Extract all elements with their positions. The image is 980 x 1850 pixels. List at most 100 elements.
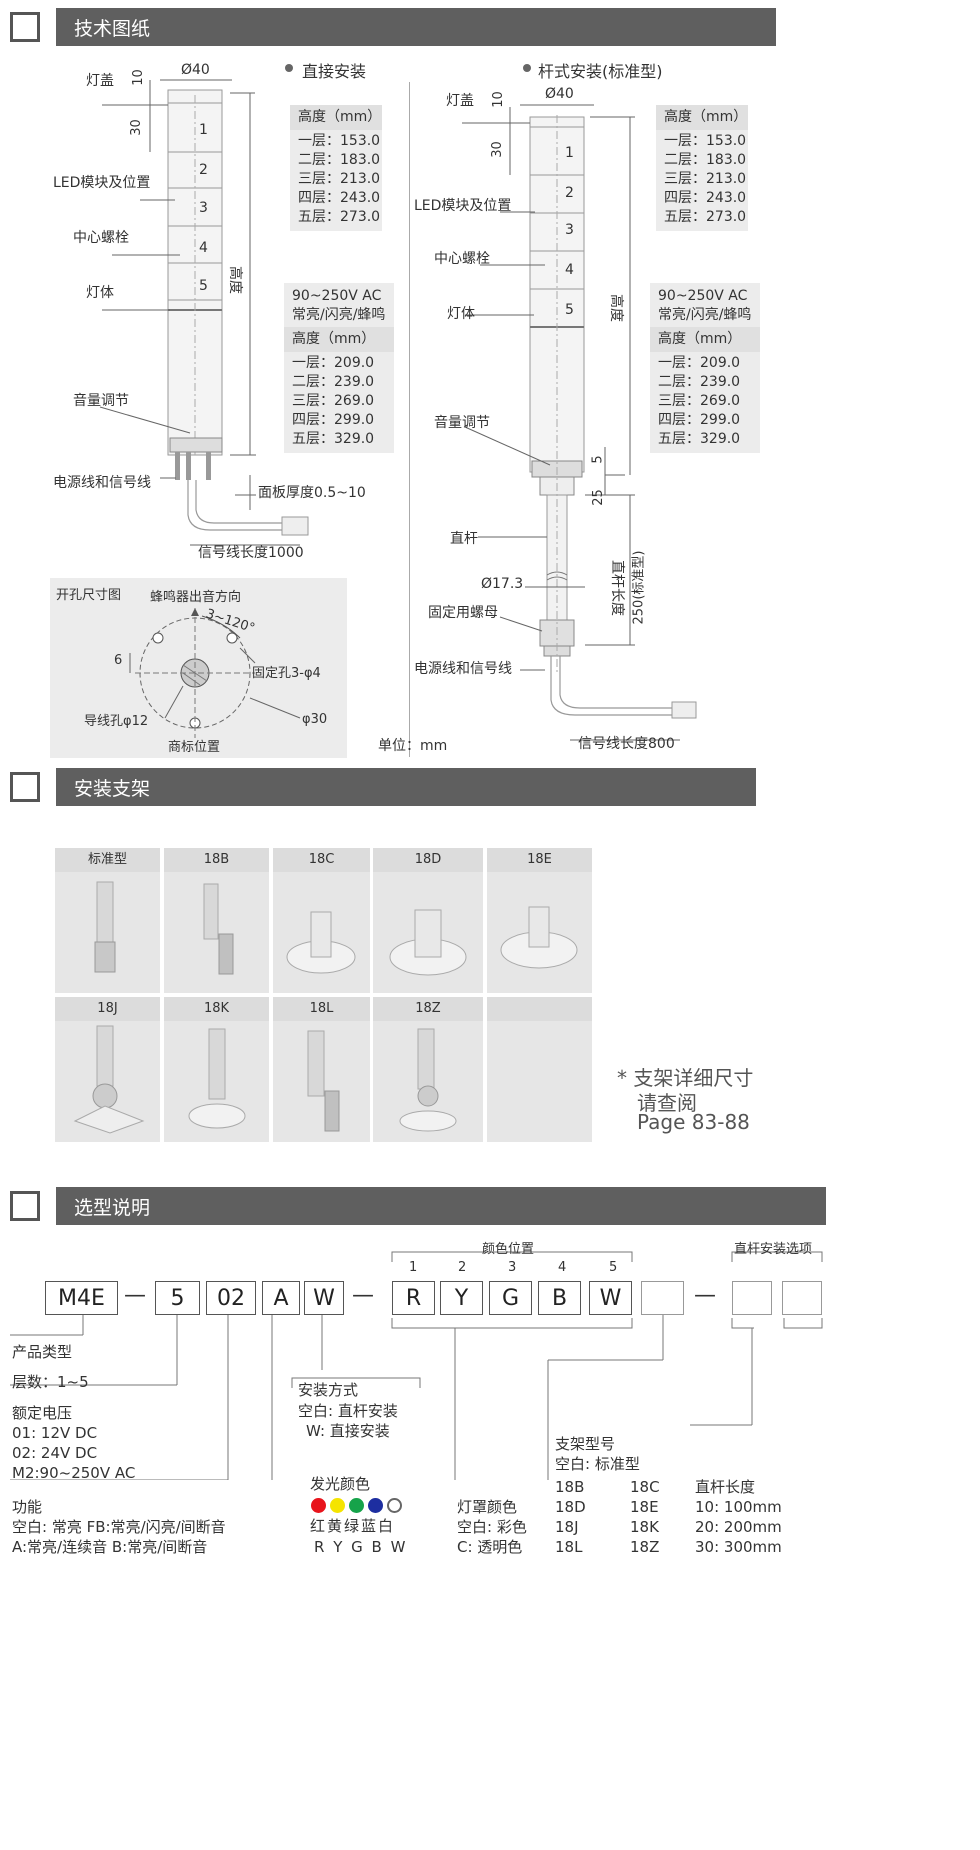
hole-wirehole: 导线孔φ12: [84, 714, 149, 729]
section-title: 安装支架: [56, 768, 756, 806]
unit-label: 单位：mm: [378, 738, 448, 754]
pole-wire-label: 电源线和信号线: [414, 661, 512, 677]
code-box-color-2: Y: [440, 1281, 483, 1315]
pos-3: 3: [508, 1260, 517, 1275]
pole-body-label: 灯体: [447, 306, 475, 322]
pole-title: 杆式安装(标准型): [538, 62, 663, 81]
bracket-note-1: * 支架详细尺寸: [617, 1066, 754, 1090]
pole-height-table-1: 高度（mm） 一层：153.0 二层：183.0 三层：213.0 四层：243…: [656, 105, 748, 231]
code-box-color-5: W: [589, 1281, 632, 1315]
code-box-color-1: R: [392, 1281, 435, 1315]
bracket-note-3: Page 83-88: [637, 1110, 750, 1134]
legend-rod-3: 30: 300mm: [695, 1538, 782, 1556]
legend-mount-1: 空白: 直杆安装: [298, 1402, 398, 1420]
legend-func-title: 功能: [12, 1498, 43, 1516]
pos-4: 4: [558, 1260, 567, 1275]
code-box-voltage: 02: [206, 1281, 256, 1315]
direct-dia: Ø40: [181, 62, 210, 78]
legend-bracket-a-2: 18D: [555, 1498, 586, 1516]
white-dot-icon: [387, 1498, 402, 1513]
pole-tier-2: 2: [565, 185, 574, 201]
bracket-std: 标准型: [55, 848, 160, 993]
bracket-empty: [487, 997, 592, 1142]
pole-tier-1: 1: [565, 145, 574, 161]
bracket-18l: 18L: [273, 997, 370, 1142]
direct-dim10: 10: [130, 69, 146, 86]
pos-5: 5: [609, 1260, 618, 1275]
code-box-series: M4E: [45, 1281, 118, 1315]
section-header-bracket: 安装支架: [10, 768, 756, 806]
direct-title: 直接安装: [302, 62, 367, 81]
pole-vol-label: 音量调节: [434, 415, 490, 431]
legend-shade-2: C: 透明色: [457, 1538, 523, 1556]
pole-dim5: 5: [590, 455, 606, 464]
direct-led-label: LED模块及位置: [53, 175, 151, 191]
pole-led-label: LED模块及位置: [414, 198, 512, 214]
legend-light-cn: 红黄绿蓝白: [310, 1517, 396, 1535]
bracket-note-2: 请查阅: [637, 1091, 697, 1115]
legend-layers: 层数：1~5: [12, 1373, 89, 1391]
legend-rod-1: 10: 100mm: [695, 1498, 782, 1516]
pole-tier-5: 5: [565, 302, 574, 318]
legend-bracket-b-2: 18E: [630, 1498, 659, 1516]
legend-shade-title: 灯罩颜色: [457, 1498, 518, 1516]
pole-tier-4: 4: [565, 262, 574, 278]
direct-tier-1: 1: [199, 122, 208, 138]
direct-tier-2: 2: [199, 162, 208, 178]
direct-wire-label: 电源线和信号线: [53, 475, 151, 491]
hole-lines: [129, 608, 301, 738]
legend-color-dots: [311, 1495, 408, 1514]
pos-2: 2: [458, 1260, 467, 1275]
code-box-mount: W: [304, 1281, 344, 1315]
section-title: 选型说明: [56, 1187, 826, 1225]
bracket-18z: 18Z: [373, 997, 483, 1142]
legend-bracket-b-4: 18Z: [630, 1538, 660, 1556]
pole-mount-lines: [462, 104, 697, 741]
color-pos-label: 颜色位置: [482, 1242, 535, 1257]
bullet-icon: [523, 64, 531, 72]
pole-rodstd-label: 250(标准型): [631, 550, 647, 625]
code-box-bracket: [732, 1281, 772, 1315]
red-dot-icon: [311, 1498, 326, 1513]
section-header-select: 选型说明: [10, 1187, 826, 1225]
direct-body-label: 灯体: [86, 285, 114, 301]
hole-cut-diagram: 开孔尺寸图 蜂鸣器出音方向 3~120° 6 固定孔3-φ4 导线孔φ12 φ3…: [50, 578, 347, 758]
pole-nut-label: 固定用螺母: [428, 605, 498, 621]
bracket-18b: 18B: [164, 848, 269, 993]
section-title: 技术图纸: [56, 8, 776, 46]
legend-func-2: A:常亮/连续音 B:常亮/间断音: [12, 1538, 208, 1556]
legend-volt-title: 额定电压: [12, 1404, 73, 1422]
pole-height-table-2: 90~250V AC 常亮/闪亮/蜂鸣 高度（mm） 一层：209.0 二层：2…: [650, 283, 760, 453]
legend-light-title: 发光颜色: [310, 1475, 371, 1493]
section-header-tech: 技术图纸: [10, 8, 776, 46]
direct-signal-label: 信号线长度1000: [198, 545, 304, 561]
direct-panel-label: 面板厚度0.5~10: [258, 485, 366, 501]
legend-volt-3: M2:90~250V AC: [12, 1464, 136, 1482]
hole-mark: 商标位置: [168, 740, 221, 755]
pole-opt-label: 直杆安装选项: [734, 1242, 813, 1257]
section-checkbox-icon: [10, 12, 40, 42]
yellow-dot-icon: [330, 1498, 345, 1513]
code-dash: —: [694, 1283, 716, 1308]
legend-bracket-b-1: 18C: [630, 1478, 660, 1496]
pole-height-label: 高度: [608, 294, 624, 322]
hole-phi30: φ30: [302, 712, 328, 727]
blue-dot-icon: [368, 1498, 383, 1513]
legend-bracket-std: 空白: 标准型: [555, 1455, 640, 1473]
hole-buzzer: 蜂鸣器出音方向: [150, 590, 242, 605]
pole-dim30: 30: [489, 141, 505, 158]
pole-dim25: 25: [590, 489, 606, 506]
code-box-color-3: G: [489, 1281, 532, 1315]
direct-height-table-2: 90~250V AC 常亮/闪亮/蜂鸣 高度（mm） 一层：209.0 二层：2…: [284, 283, 394, 453]
legend-func-1: 空白: 常亮 FB:常亮/闪亮/间断音: [12, 1518, 226, 1536]
direct-tier-4: 4: [199, 240, 208, 256]
hole-six: 6: [114, 653, 123, 668]
legend-bracket-a-1: 18B: [555, 1478, 585, 1496]
legend-bracket-b-3: 18K: [630, 1518, 659, 1536]
direct-tier-5: 5: [199, 278, 208, 294]
legend-light-en: R Y G B W: [314, 1538, 408, 1556]
pole-signal-label: 信号线长度800: [578, 736, 675, 752]
pole-bolt-label: 中心螺栓: [434, 251, 490, 267]
direct-cap-label: 灯盖: [86, 73, 114, 89]
bracket-18j: 18J: [55, 997, 160, 1142]
